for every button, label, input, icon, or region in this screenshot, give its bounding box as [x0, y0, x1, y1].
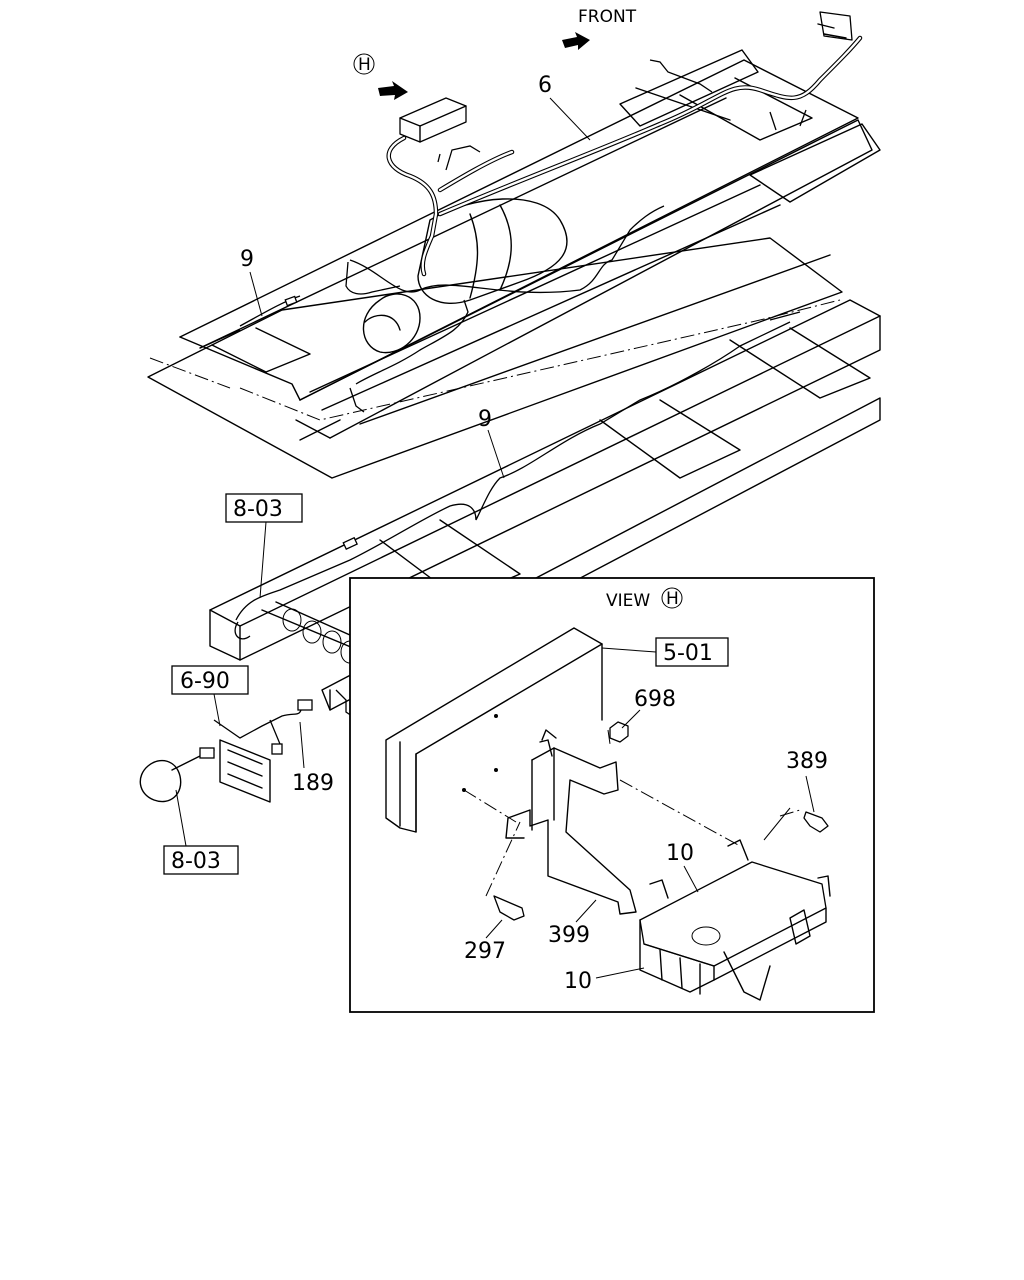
h-arrow-icon: [378, 81, 408, 100]
connector-icon: [819, 11, 853, 41]
ref-5-01[interactable]: 5-01: [655, 637, 729, 667]
callout-10-bottom: 10: [564, 969, 592, 994]
callout-9-upper: 9: [240, 247, 254, 272]
view-title-letter: H: [666, 589, 679, 609]
ref-8-03-bottom[interactable]: 8-03: [163, 845, 239, 875]
callout-389: 389: [786, 749, 828, 774]
front-label: FRONT: [578, 7, 637, 27]
lamp-icon: [139, 759, 182, 803]
lamp-bracket-assembly: [139, 699, 313, 803]
view-h-marker-letter: H: [358, 55, 371, 75]
circled-letter-icon: [353, 53, 375, 75]
callout-9-lower: 9: [478, 407, 492, 432]
view-title: VIEW: [606, 591, 650, 611]
bolt-icon: [493, 895, 525, 921]
ref-8-03-top[interactable]: 8-03: [225, 493, 303, 523]
view-h-marker: H: [353, 53, 408, 100]
ref-6-90[interactable]: 6-90: [171, 665, 249, 695]
bolt-icon: [803, 811, 829, 833]
ref-8-03-top-text: 8-03: [233, 497, 283, 522]
callout-698: 698: [634, 687, 676, 712]
circled-letter-icon: [661, 587, 683, 609]
callout-297: 297: [464, 939, 506, 964]
callout-399: 399: [548, 923, 590, 948]
front-indicator: FRONT: [562, 7, 637, 50]
upper-chassis-frame: [147, 49, 881, 479]
ref-8-03-bottom-text: 8-03: [171, 849, 221, 874]
ref-5-01-text: 5-01: [663, 641, 713, 666]
harness-6: [199, 11, 863, 413]
lower-chassis-frame: [209, 299, 881, 711]
front-arrow-icon: [562, 32, 590, 50]
ref-6-90-text: 6-90: [180, 669, 230, 694]
callout-189: 189: [292, 771, 334, 796]
callout-10-top: 10: [666, 841, 694, 866]
view-h-inset: VIEW H: [349, 577, 875, 1013]
callout-6: 6: [538, 73, 552, 98]
